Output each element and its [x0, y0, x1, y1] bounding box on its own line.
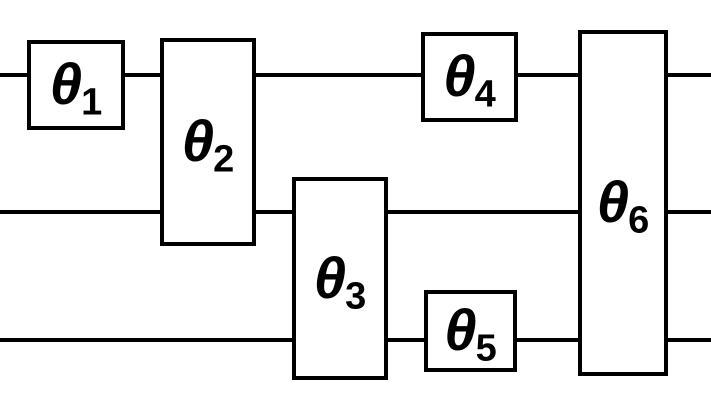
gate-theta-1: θ1 [27, 40, 125, 130]
gate-theta-3-label: θ3 [313, 245, 367, 318]
gate-theta-2-label: θ2 [181, 109, 235, 181]
qubit-wire-1 [0, 73, 711, 77]
gate-theta-5: θ5 [424, 290, 517, 372]
gate-theta-1-label: θ1 [49, 52, 103, 124]
gate-theta-4-label: θ4 [443, 44, 496, 116]
gate-theta-6: θ6 [578, 30, 668, 376]
gate-theta-3: θ3 [292, 177, 388, 380]
gate-theta-4: θ4 [421, 32, 518, 122]
gate-theta-2: θ2 [160, 38, 256, 246]
gate-theta-5-label: θ5 [444, 298, 497, 370]
gate-theta-6-label: θ6 [596, 170, 650, 242]
